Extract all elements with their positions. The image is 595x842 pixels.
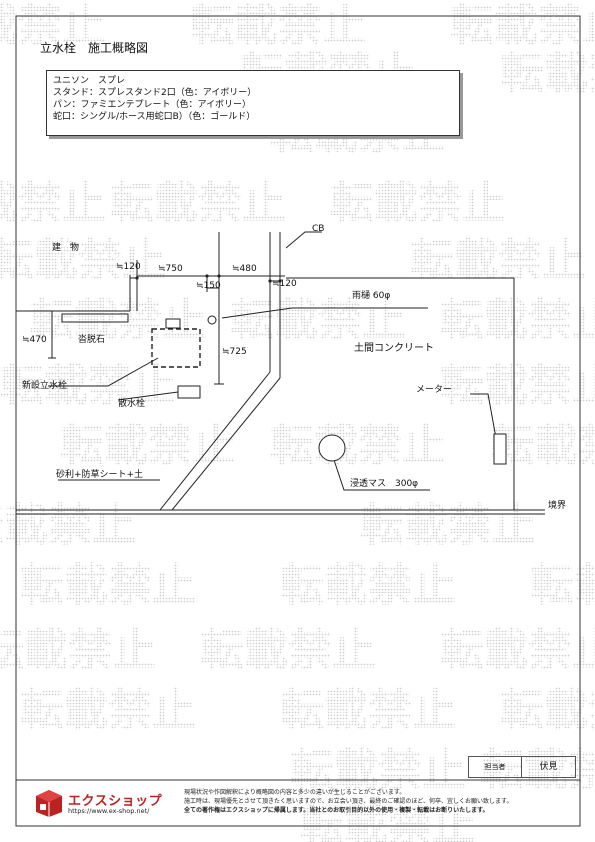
label-infiltration: 浸透マス 300φ: [350, 479, 419, 489]
watermark-text: 転載禁止: [110, 178, 286, 229]
label-sprinkler-faucet: 散水栓: [118, 399, 146, 409]
spec-box: ユニソン スプレ スタンド：スプレスタンド2口（色：アイボリー） パン：ファミエ…: [46, 70, 460, 136]
watermark-text: 転載禁止: [0, 625, 156, 676]
dim-750: ≒750: [158, 264, 183, 274]
label-building: 建 物: [52, 243, 80, 253]
spec-line-faucet: 蛇口：シングル/ホース用蛇口B）（色：ゴールド）: [53, 112, 256, 122]
watermark-text: 転載禁止: [0, 178, 106, 229]
meter-box: [493, 433, 507, 465]
watermark-text: 転載禁止: [200, 625, 376, 676]
person-in-charge-box: 担当者 伏見: [468, 756, 576, 778]
logo-url: https://www.ex-shop.net/: [68, 807, 150, 815]
watermark-text: 転載禁止: [0, 235, 166, 286]
dim-120-left: ≒120: [116, 262, 141, 272]
spec-line-product: ユニソン スプレ: [53, 76, 126, 86]
watermark-text: 転載禁止: [360, 500, 536, 551]
label-new-faucet: 新設立水栓: [22, 381, 68, 391]
footer-note-3: 全ての著作権はエクスショップに帰属します。当社とのお取引目的以外の使用・複製・転…: [184, 807, 489, 814]
watermark-text: 転載禁止: [0, 500, 136, 551]
spec-line-pan: パン：ファミエンテプレート（色：アイボリー）: [53, 100, 252, 110]
watermark-text: 転載禁止: [500, 48, 595, 99]
watermark-text: 転載禁止: [0, 0, 106, 51]
watermark-text: 転載禁止: [500, 685, 595, 736]
page-title: 立水栓 施工概略図: [40, 41, 149, 55]
watermark-text: 転載禁止: [490, 420, 595, 471]
label-meter: メーター: [416, 385, 453, 395]
logo-text: エクスショップ: [68, 794, 163, 809]
watermark-text: 転載禁止: [530, 560, 595, 611]
page-frame: [15, 15, 581, 827]
watermark-text: 転載禁止: [440, 295, 595, 346]
watermark-text: 転載禁止: [230, 295, 406, 346]
watermark-text: 転載禁止: [440, 360, 595, 411]
dim-150: ≒150: [196, 281, 221, 291]
watermark-text: 転載禁止: [190, 0, 366, 51]
watermark-text: 転載禁止: [280, 685, 456, 736]
box-logo-icon: [36, 790, 62, 817]
dim-120-right: ≒120: [272, 279, 297, 289]
sprinkler-faucet-box: [177, 385, 201, 399]
label-gravel: 砂利+防草シート+土: [56, 470, 144, 480]
dim-480: ≒480: [232, 264, 257, 274]
label-shoe-stone: 沓脱石: [78, 335, 106, 345]
label-cb: CB: [312, 224, 325, 234]
watermark-text: 転載禁止: [300, 800, 476, 842]
watermark-text: 転載禁止: [330, 178, 506, 229]
dim-725: ≒725: [222, 347, 247, 357]
rain-gutter-circle: [207, 315, 217, 325]
plan-lines: [16, 231, 545, 515]
watermark-text: 転載禁止: [290, 745, 466, 796]
footer-note-2: 施工時は、現場優先とさせて頂きたく思いますので、お立会い頂き、最終のご確認のほど…: [184, 798, 513, 805]
new-faucet-area: [151, 328, 201, 368]
person-name: 伏見: [539, 762, 558, 772]
watermark-text: 転載禁止: [20, 560, 196, 611]
company-logo: エクスショップ https://www.ex-shop.net/: [34, 786, 164, 820]
watermark-text: 転載禁止: [280, 560, 456, 611]
watermark-text: 転載禁止: [450, 0, 595, 51]
watermark-text: 転載禁止: [440, 625, 595, 676]
infiltration-circle: [318, 434, 346, 462]
dim-dots: [135, 274, 282, 283]
spec-line-stand: スタンド：スプレスタンド2口（色：アイボリー）: [53, 88, 257, 98]
label-boundary: 境界: [548, 501, 567, 511]
footer-note-1: 現場状況や作図解釈により概略図の内容と多少の違いが生じることがございます。: [184, 789, 406, 796]
label-rain-gutter: 雨樋 60φ: [352, 291, 391, 301]
watermark-text: 転載禁止: [60, 420, 236, 471]
watermark-text: 転載禁止: [270, 420, 446, 471]
footer-notes: 現場状況や作図解釈により概略図の内容と多少の違いが生じることがございます。 施工…: [184, 788, 512, 815]
dim-470: ≒470: [22, 335, 47, 345]
watermark-text: 転載禁止: [20, 685, 196, 736]
new-faucet-base: [165, 318, 181, 329]
label-concrete: 土間コンクリート: [354, 343, 434, 354]
person-label: 担当者: [469, 757, 522, 777]
